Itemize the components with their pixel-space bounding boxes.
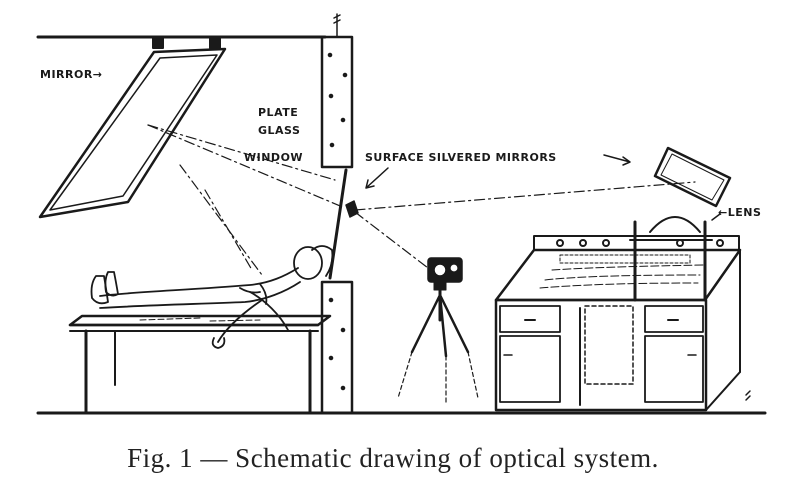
mirror-arrow [365,167,389,189]
mirrors-arrow [603,154,631,166]
small-surface-mirror [345,200,359,218]
camera-tripod [397,257,479,406]
schematic-drawing: MIRROR→ PLATE GLASS WINDOW SURFACE SILVE… [36,13,767,415]
mirror-bracket [209,37,221,49]
console-mirror [653,146,732,208]
label-lens: ←LENS [718,206,761,219]
label-plate: PLATE [258,106,298,119]
mirror-bracket [152,37,164,49]
control-console [494,213,742,412]
patient-table [68,314,332,415]
label-surface-silvered-mirrors: SURFACE SILVERED MIRRORS [365,151,557,164]
upper-wall [320,13,354,169]
label-glass: GLASS [258,124,300,137]
optical-paths [147,124,696,276]
figure-caption: Fig. 1 — Schematic drawing of optical sy… [127,443,659,473]
ceiling-mirror [38,47,227,219]
lower-wall [320,280,354,415]
label-window: WINDOW [244,151,303,164]
label-mirror: MIRROR→ [40,68,103,81]
reclining-person [90,245,334,349]
